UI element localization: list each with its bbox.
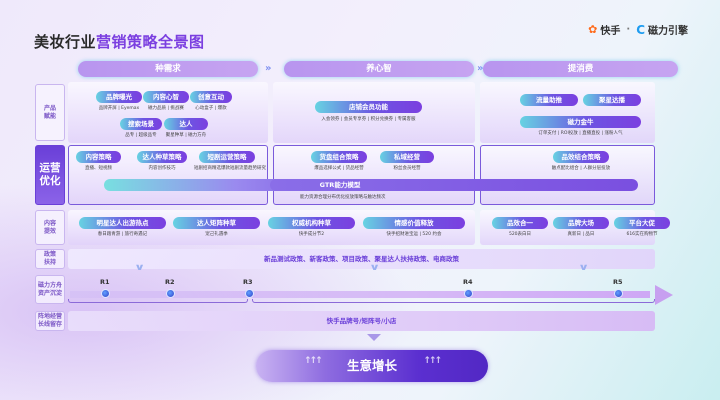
pill-sub: 616实在购物节 [626, 232, 658, 237]
timeline-arrow-icon [655, 285, 673, 305]
pill-influencer-seeding-strategy: 达人种草策略 [137, 151, 187, 163]
node-label-r4: R4 [463, 278, 473, 286]
brand-separator: · [626, 24, 631, 35]
phase-convert: 提消费 [483, 61, 678, 77]
pill-sub: 聚星种草 | 磁力方舟 [165, 133, 207, 138]
pill-product-mix-strategy: 货盘组合策略 [311, 151, 367, 163]
chevron-down-icon: ∨ [134, 263, 146, 273]
row-label-content: 内容 提效 [35, 210, 65, 245]
timeline-track [70, 291, 650, 298]
pill-sub: 入会领券 | 会员专享券 | 积分兑换券 | 专属客服 [321, 117, 416, 122]
chevron-down-icon: ∨ [369, 263, 381, 273]
pill-brand-exposure: 品牌曝光 [96, 91, 142, 103]
pill-private-domain: 私域经营 [380, 151, 434, 163]
pill-sub: 快手成分节2 [298, 232, 325, 237]
up-arrows-icon: ↑↑↑ [423, 356, 442, 366]
brand-logos: ✿ 快手 · C 磁力引擎 [588, 22, 688, 38]
node-label-r1: R1 [100, 278, 110, 286]
phase-nurture: 养心智 [284, 61, 474, 77]
up-arrows-icon: ↑↑↑ [304, 356, 323, 366]
pill-sub: 订单支付 | ROI投放 | 直播直投 | 涨粉人气 [538, 131, 623, 136]
operation-nurture-panel [273, 145, 475, 205]
kuaishou-brand: 快手 [600, 26, 621, 37]
kuaishou-logo-icon: ✿ [588, 23, 598, 36]
node-r3-icon [245, 289, 254, 298]
pill-authority-seeding: 权威机构种草 [268, 217, 355, 229]
node-label-r3: R3 [243, 278, 253, 286]
node-r2-icon [166, 289, 175, 298]
phase-seed: 种需求 [78, 61, 258, 77]
business-growth-banner: ↑↑↑ 生意增长 ↑↑↑ [256, 350, 488, 382]
row-label-policy: 政策 扶持 [35, 249, 65, 269]
policy-bar: 新品测试政策、新客政策、项目政策、聚星达人扶持政策、电商政策 [68, 249, 655, 269]
bracket-seed [68, 299, 248, 303]
pill-creative-interaction: 创意互动 [190, 91, 232, 103]
node-label-r5: R5 [613, 278, 623, 286]
cili-brand: 磁力引擎 [648, 26, 688, 37]
pill-sub: 磁力品质 | 挑战赛 [148, 106, 184, 111]
triangle-down-icon [367, 334, 381, 341]
chevron-right-icon: » [477, 63, 484, 74]
node-r4-icon [464, 289, 473, 298]
pill-content-strategy: 内容策略 [76, 151, 121, 163]
pill-sub: 触点配比组合 | 人群分层投放 [551, 166, 611, 171]
row-label-position: 阵地经营 长线留存 [35, 311, 65, 331]
node-r5-icon [614, 289, 623, 298]
cili-logo-icon: C [636, 22, 645, 37]
pill-influencer: 达人 [164, 118, 208, 130]
pill-brand-effect-unity: 品效合一 [492, 217, 548, 229]
business-growth-label: 生意增长 [346, 358, 397, 373]
pill-content-mindshare: 内容心智 [143, 91, 189, 103]
pill-traffic-boost: 流量助推 [520, 94, 578, 106]
page-title: 美妆行业营销策略全景图 [34, 31, 205, 52]
pill-sub: 爆品选择公式 | 货品经营 [314, 166, 364, 171]
bracket-nurture-convert [252, 299, 655, 303]
gtr-model-label: GTR能力模型 [319, 181, 361, 189]
row-label-operation: 运营 优化 [35, 145, 65, 205]
pill-sub: 内容创作技巧 [148, 166, 176, 171]
pill-store-membership: 店铺会员功能 [315, 101, 422, 113]
position-bar: 快手品牌号/矩阵号/小店 [68, 311, 655, 331]
pill-sub: 春日踏青游 | 旅行奇遇记 [97, 232, 148, 237]
title-prefix: 美妆行业 [34, 33, 97, 51]
pill-brand-mega-event: 品牌大场 [553, 217, 609, 229]
node-label-r2: R2 [165, 278, 175, 286]
row-label-asset: 磁力方舟 资产沉淀 [35, 275, 65, 304]
gtr-sub: 能力资源合理分布优化投放策略与触达频次 [300, 195, 386, 200]
pill-sub: 宠己礼遇季 [205, 232, 228, 237]
pill-platform-promo: 平台大促 [614, 217, 670, 229]
gtr-bar-right [270, 179, 638, 191]
pill-search-scene: 搜索场景 [120, 118, 162, 130]
pill-influencer-matrix: 达人矩阵种草 [173, 217, 260, 229]
pill-cili-jinniu: 磁力金牛 [520, 116, 641, 128]
pill-sub: 短剧招商精选爆款短剧流量趋势研究 [194, 166, 266, 171]
pill-sub: 快手招财进宝运 | 520 约会 [386, 232, 442, 237]
pill-sub: 心动盒子 | 爆款 [195, 106, 227, 111]
pill-sub: 品牌开屏 | Eyemax [98, 106, 140, 111]
pill-sub: 直播、短视频 [85, 166, 112, 171]
pill-sub: 真新日 | 品日 [567, 232, 595, 237]
node-r1-icon [101, 289, 110, 298]
pill-sub: 粉丝会员经营 [393, 166, 421, 171]
title-highlight: 营销策略全景图 [96, 33, 205, 51]
pill-short-drama-strategy: 短剧运营策略 [199, 151, 255, 163]
pill-brand-effect-strategy: 品效结合策略 [553, 151, 609, 163]
pill-emotional-value: 情感价值释放 [363, 217, 465, 229]
pill-sub: 520表白日 [508, 232, 532, 237]
chevron-down-icon: ∨ [578, 263, 590, 273]
chevron-right-icon: » [265, 63, 272, 74]
pill-star-live: 聚星达播 [583, 94, 641, 106]
row-label-product: 产品 赋能 [35, 84, 65, 141]
product-convert-panel [480, 82, 655, 143]
pill-celebrity-travel: 明星达人出游热点 [79, 217, 166, 229]
pill-sub: 品专 | 超级品专 [125, 133, 157, 138]
